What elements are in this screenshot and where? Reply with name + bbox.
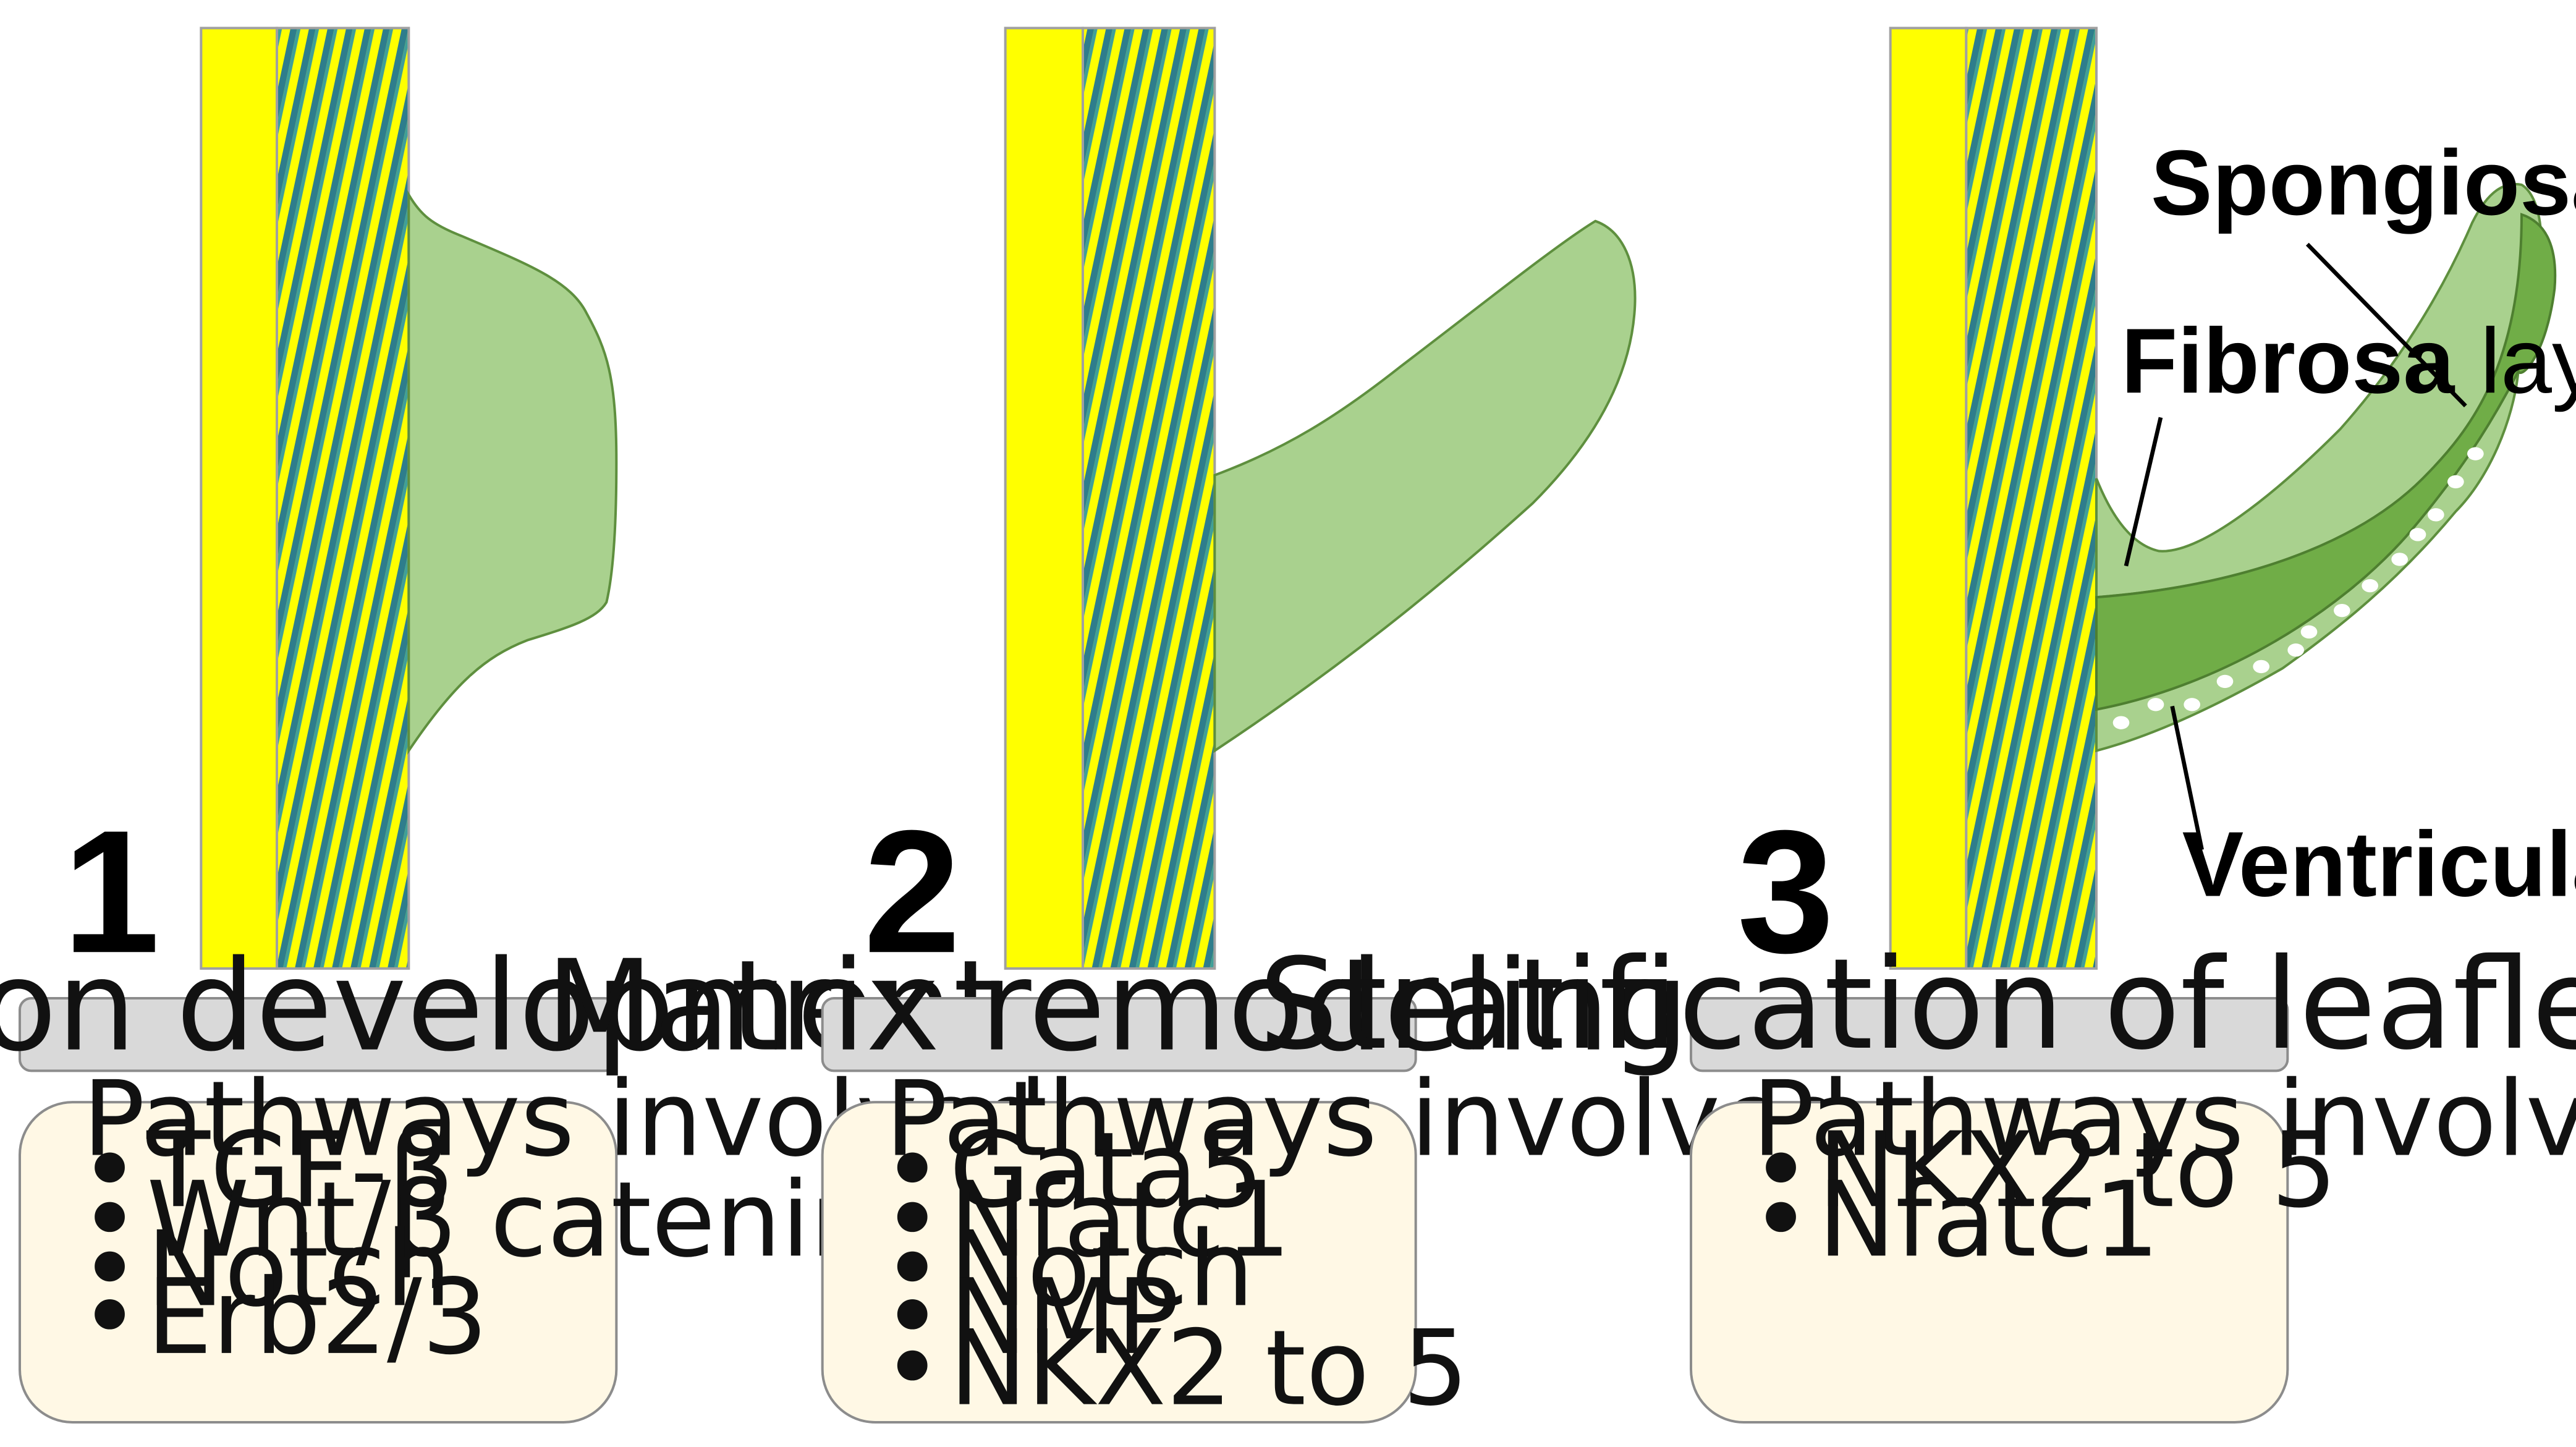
stage-1-pathway-list: • TGF-β • Wnt/β catenin • Notch • Erb2/3 [79, 1110, 876, 1378]
pathway-item: Erb2/3 [146, 1257, 488, 1378]
spongiosa-pointer [2305, 242, 2467, 407]
stage-2-number: 2 [863, 794, 960, 989]
stage-2-striped-wall [1081, 27, 1216, 970]
bullet-icon: • [79, 1257, 140, 1378]
bullet-icon: • [79, 1159, 140, 1280]
ventricularis-label-bold: Ventricularis [2182, 812, 2576, 915]
pathway-item: NKX2 to 5 [949, 1308, 1468, 1429]
stage-2-yellow-wall [1004, 27, 1084, 970]
stage-2-illustration [1004, 27, 1637, 970]
fibrosa-label: Fibrosa layer [2121, 309, 2576, 412]
stage-3-title: Stratification of leaflets [1259, 931, 2576, 1077]
stage-2-pathway-list: • Gata5 • Nfatc1 • Notch • NMP • NKX2 to… [882, 1110, 1468, 1428]
pathway-item: Gata5 [949, 1110, 1264, 1231]
bullet-icon: • [1750, 1110, 1811, 1231]
stage-3-pathway-box: Pathways involved: • NKX2 to 5 • Nfatc1 [1690, 1058, 2576, 1424]
ventricularis-label: Ventricularis layer [2182, 812, 2576, 915]
bullet-icon: • [882, 1159, 943, 1280]
fibrosa-layer [2095, 213, 2557, 711]
fibrosa-label-bold: Fibrosa [2121, 309, 2455, 412]
stage-3-striped-wall [1965, 27, 2098, 970]
bullet-icon: • [882, 1208, 943, 1330]
bullet-icon: • [882, 1257, 943, 1378]
fibrosa-pointer [2124, 417, 2163, 567]
stage-1-pathway-box: Pathways involved: • TGF-β • Wnt/β caten… [19, 1058, 1082, 1424]
stage-2-pathway-box: Pathways involved: • Gata5 • Nfatc1 • No… [821, 1058, 1885, 1429]
pathway-item: Notch [949, 1208, 1254, 1330]
bullet-icon: • [882, 1308, 943, 1429]
pathway-item: NKX2 to 5 [1818, 1110, 2337, 1231]
pathway-item: TGF-β [146, 1110, 454, 1231]
stage-3-number: 3 [1737, 794, 1834, 989]
bullet-icon: • [882, 1110, 943, 1231]
stage-3-illustration [1889, 27, 2557, 970]
stage-1-striped-wall [276, 27, 410, 970]
stage-1-number: 1 [62, 794, 159, 989]
stage-2-cushion [1213, 219, 1637, 753]
pathway-item: Notch [146, 1208, 451, 1330]
stage-2-title: Matrix remodeling [546, 933, 1689, 1079]
stage-1-cushion [407, 190, 618, 755]
fibrosa-label-rest: layer [2454, 309, 2576, 412]
spongiosa-label-bold: Spongiosa [2151, 131, 2576, 234]
pathway-item: Wnt/β catenin [146, 1159, 876, 1280]
stage-3-pathways-heading: Pathways involved: [1752, 1058, 2576, 1179]
pathway-item: Nfatc1 [949, 1159, 1291, 1280]
stage-2-title-box: Matrix remodeling [546, 933, 1689, 1079]
spongiosa-label: Spongiosa layer [2151, 131, 2576, 234]
stage-3-yellow-wall [1889, 27, 1968, 970]
stage-3-pathway-list: • NKX2 to 5 • Nfatc1 [1750, 1110, 2337, 1280]
pathway-item: NMP [949, 1257, 1179, 1378]
bullet-icon: • [79, 1208, 140, 1330]
bullet-icon: • [79, 1110, 140, 1231]
stage-1-yellow-wall [200, 27, 278, 970]
stage-3-title-box: Stratification of leaflets [1259, 931, 2576, 1077]
ventricularis-cells [2112, 447, 2484, 729]
pathway-item: Nfatc1 [1818, 1159, 2159, 1280]
ventricularis-pointer [2170, 705, 2204, 851]
bullet-icon: • [1750, 1159, 1811, 1280]
stage-1-illustration [200, 27, 618, 970]
